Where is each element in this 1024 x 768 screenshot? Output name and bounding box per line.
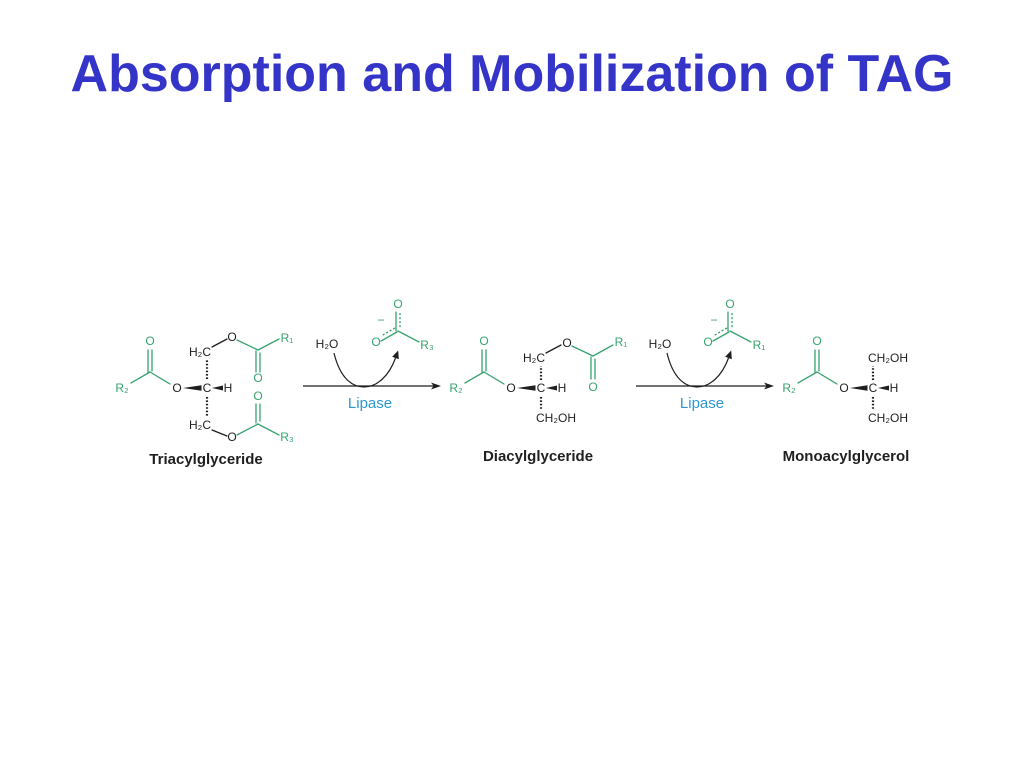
r2-carbonyl-oxygen: O (812, 334, 821, 348)
central-hydrogen: H (224, 381, 233, 395)
carboxylate-single-bond (712, 331, 730, 342)
r2-ester-oxygen: O (839, 381, 848, 395)
top-ch2-to-ester-oxygen-bond (545, 344, 562, 354)
carboxylate-partial-bond (380, 327, 396, 337)
diacylglyceride-structure: R₂ O O C H H₂C O O R₁ CH₂OH Diacylglycer… (449, 334, 627, 465)
r2-carbonyl-to-ester-oxygen-bond (149, 371, 171, 385)
r2-ester-oxygen: O (506, 381, 515, 395)
central-hydrogen: H (890, 381, 899, 395)
r2-to-carbonyl-carbon-bond (797, 371, 818, 384)
r2-label: R₂ (115, 381, 129, 395)
reaction-arrowhead (431, 382, 441, 390)
carboxylate-single-bond (380, 331, 398, 342)
wedge-bond-carbon-hydrogen (878, 385, 889, 391)
r1-label: R₁ (615, 335, 628, 349)
carboxylate-top-oxygen: O (725, 297, 734, 311)
bottom-ch2oh-label: CH₂OH (868, 411, 908, 425)
carbonyl-to-r3-bond (257, 423, 280, 436)
negative-charge: − (710, 313, 717, 327)
carboxylate-to-r-bond (397, 330, 420, 343)
water-label: H₂O (649, 337, 672, 351)
released-fatty-acid-r1: O − O R₁ (703, 297, 765, 352)
r2-carbonyl-oxygen: O (145, 334, 154, 348)
top-ch2oh-label: CH₂OH (868, 351, 908, 365)
triacylglyceride-name: Triacylglyceride (149, 451, 262, 468)
r1-ester-oxygen: O (227, 330, 236, 344)
r1-ester-oxygen-to-carbonyl-bond (236, 339, 259, 351)
r1-carbonyl-oxygen: O (588, 380, 597, 394)
central-carbon: C (869, 381, 878, 395)
top-ch2-label: H₂C (523, 351, 545, 365)
negative-charge: − (377, 313, 384, 327)
r1-label: R₁ (281, 331, 294, 345)
r2-ester-oxygen: O (172, 381, 181, 395)
carbonyl-to-r1-bond (257, 338, 280, 351)
hydrolysis-step-2: H₂O Lipase O − O R₁ (636, 297, 774, 412)
central-carbon: C (203, 381, 212, 395)
water-label: H₂O (316, 337, 339, 351)
r3-ester-oxygen: O (227, 430, 236, 444)
r2-carbonyl-to-ester-oxygen-bond (483, 371, 505, 385)
curved-arrow (666, 352, 730, 388)
wedge-bond-carbon-hydrogen (212, 385, 223, 391)
bottom-ch2-to-ester-oxygen-bond (211, 429, 228, 437)
slide-title: Absorption and Mobilization of TAG (70, 45, 954, 103)
top-ch2-to-ester-oxygen-bond (211, 338, 228, 348)
enzyme-label: Lipase (680, 395, 724, 412)
carboxylate-partial-bond (712, 327, 728, 337)
r3-label: R₃ (280, 430, 294, 444)
carboxylate-anionic-oxygen: O (703, 335, 712, 349)
curved-arrow (333, 352, 397, 388)
central-carbon: C (537, 381, 546, 395)
curved-arrowhead (725, 350, 732, 360)
monoacylglycerol-name: Monoacylglycerol (783, 448, 910, 465)
r2-carbonyl-oxygen: O (479, 334, 488, 348)
monoacylglycerol-structure: R₂ O O C H CH₂OH CH₂OH Monoacylglycerol (782, 334, 909, 465)
carboxylate-anionic-oxygen: O (371, 335, 380, 349)
bottom-ch2-label: H₂C (189, 418, 211, 432)
r1-ester-oxygen: O (562, 336, 571, 350)
hydrolysis-step-1: H₂O Lipase O − O R₃ (303, 297, 441, 412)
fatty-acid-r-label: R₃ (420, 338, 434, 352)
r2-to-carbonyl-carbon-bond (464, 371, 485, 384)
r1-carbonyl-oxygen: O (253, 371, 262, 385)
r2-carbonyl-to-ester-oxygen-bond (816, 371, 838, 385)
wedge-bond-oxygen-carbon (850, 385, 868, 391)
central-hydrogen: H (558, 381, 567, 395)
carbonyl-to-r1-bond (592, 344, 614, 357)
enzyme-label: Lipase (348, 395, 392, 412)
carboxylate-to-r-bond (729, 330, 752, 343)
wedge-bond-oxygen-carbon (183, 385, 202, 391)
r2-to-carbonyl-carbon-bond (130, 371, 151, 384)
diacylglyceride-name: Diacylglyceride (483, 448, 593, 465)
r2-label: R₂ (449, 381, 463, 395)
top-ch2-label: H₂C (189, 345, 211, 359)
r3-ester-oxygen-to-carbonyl-bond (236, 423, 259, 436)
curved-arrowhead (392, 350, 399, 360)
triacylglyceride-structure: R₂ O O C H H₂C O O R₁ H₂C O O R₃ Triacyl… (115, 330, 294, 468)
bottom-ch2oh-label: CH₂OH (536, 411, 576, 425)
r3-carbonyl-oxygen: O (253, 389, 262, 403)
fatty-acid-r-label: R₁ (753, 338, 766, 352)
wedge-bond-carbon-hydrogen (546, 385, 557, 391)
carboxylate-top-oxygen: O (393, 297, 402, 311)
reaction-arrowhead (764, 382, 774, 390)
released-fatty-acid-r3: O − O R₃ (371, 297, 434, 352)
r1-ester-oxygen-to-carbonyl-bond (571, 345, 594, 357)
wedge-bond-oxygen-carbon (517, 385, 536, 391)
r2-label: R₂ (782, 381, 796, 395)
